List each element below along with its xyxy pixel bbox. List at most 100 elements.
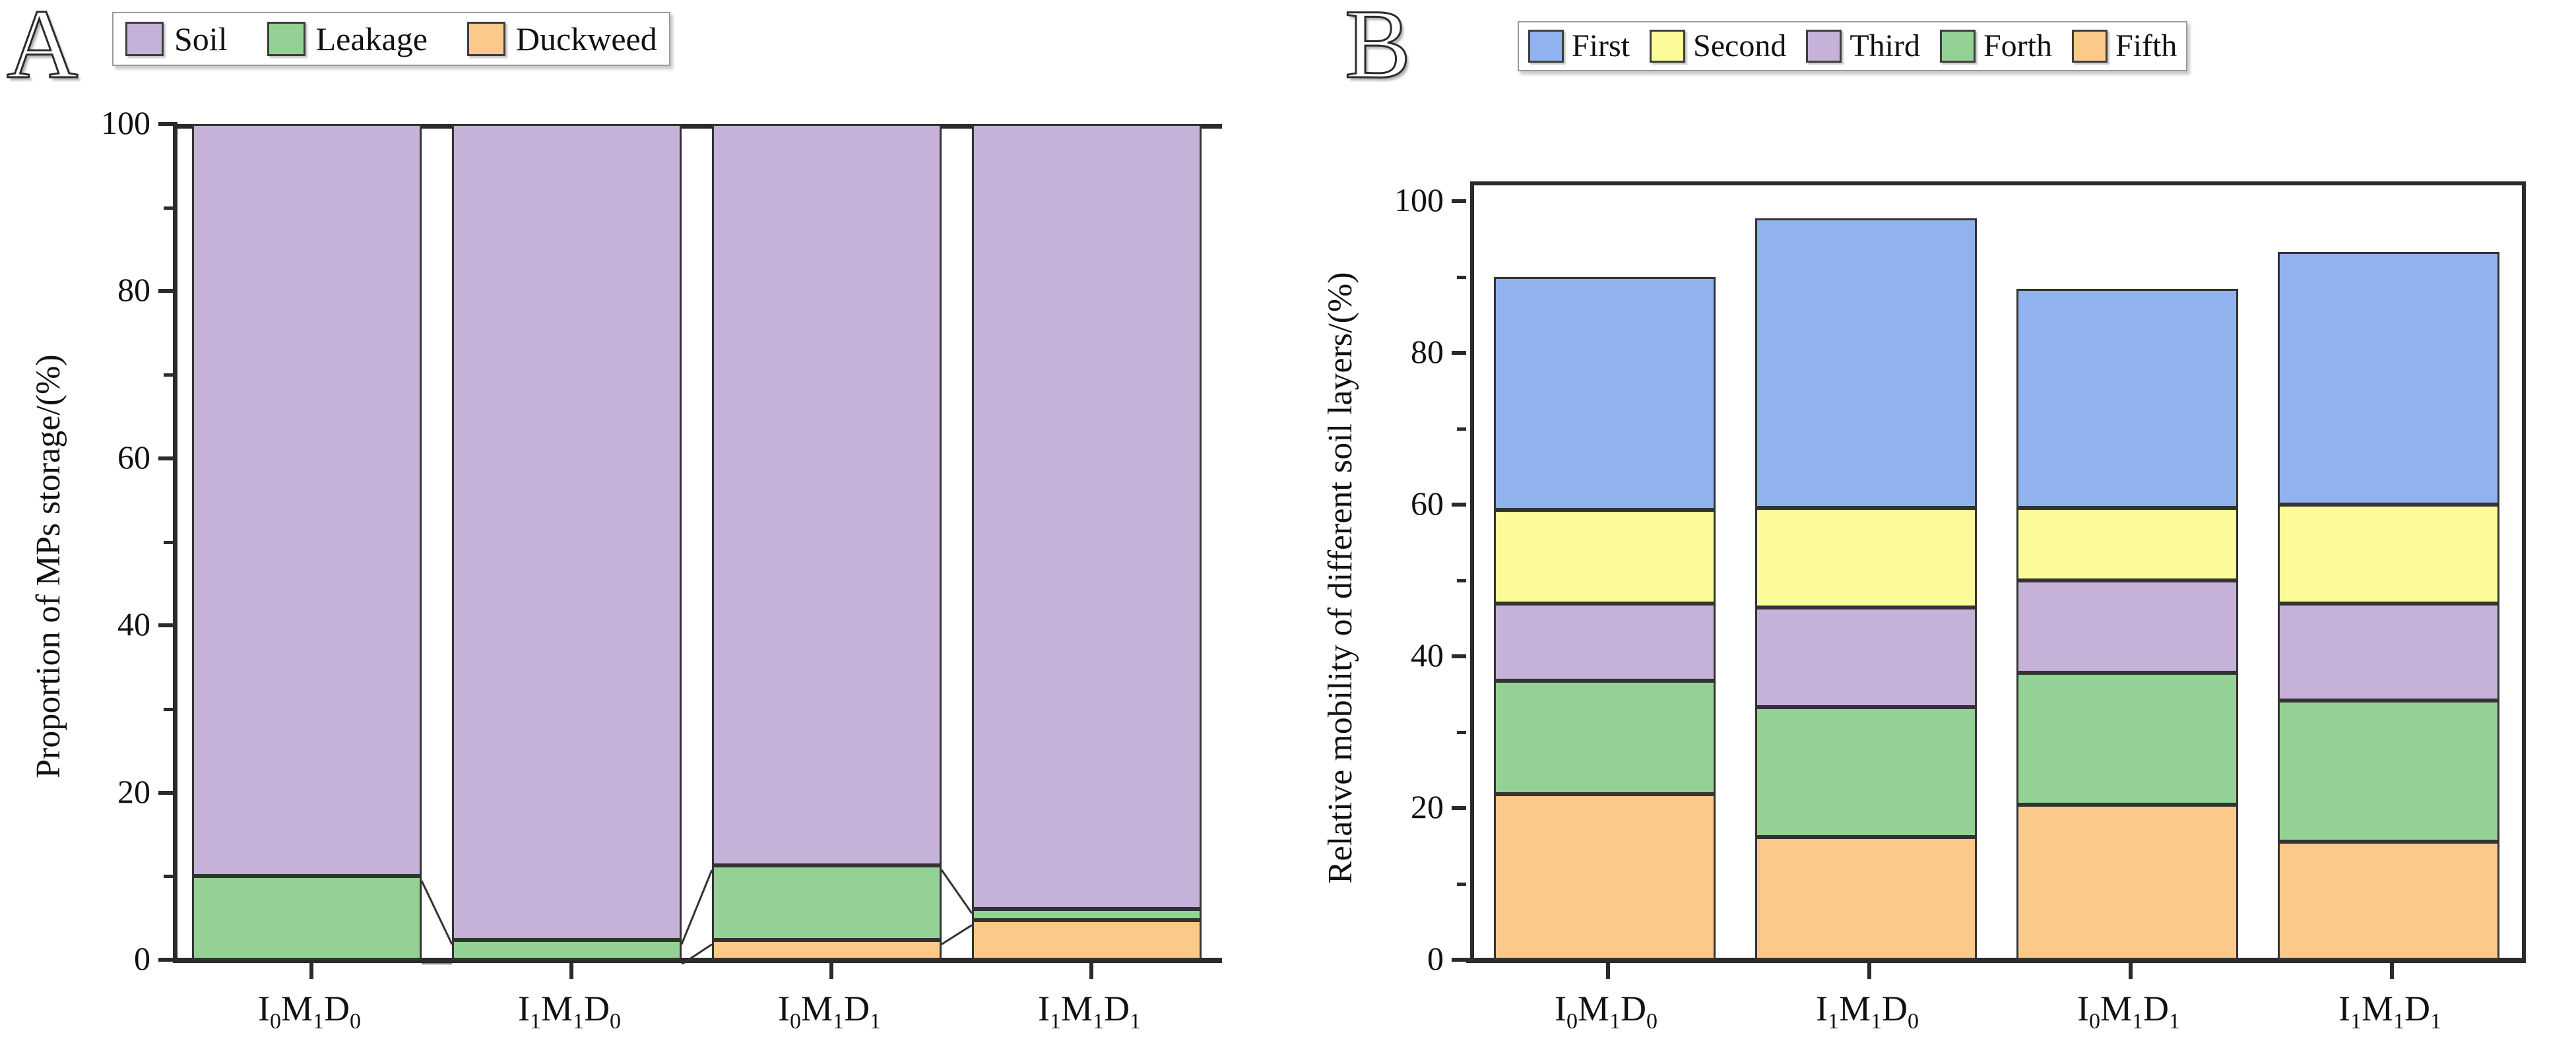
x-category-label: I1M1D0: [1816, 989, 1919, 1034]
y-tick-label: 60: [1411, 485, 1444, 522]
y-tick-major: [158, 456, 173, 460]
x-tick: [1606, 962, 1610, 979]
bar-segment-duckweed[interactable]: [972, 920, 1202, 960]
bar-segment-leakage[interactable]: [712, 865, 942, 940]
bar-segment-second[interactable]: [2016, 507, 2238, 580]
x-category-label: I1M1D1: [1038, 989, 1141, 1034]
panel-a-letter: A: [5, 0, 79, 99]
bar-I1M1D1[interactable]: [972, 124, 1202, 960]
legend-swatch-third: [1806, 30, 1842, 63]
bar-group-a: [177, 124, 1222, 960]
bar-segment-second[interactable]: [1755, 507, 1977, 608]
y-tick-minor: [164, 373, 173, 377]
legend-item-second[interactable]: Second: [1650, 30, 1786, 63]
bar-segment-fifth[interactable]: [1494, 794, 1716, 960]
bar-I1M1D1[interactable]: [2278, 181, 2499, 960]
y-tick-minor: [1457, 731, 1466, 734]
x-tick: [829, 962, 833, 979]
y-tick-minor: [1457, 427, 1466, 431]
y-tick-label: 20: [1411, 788, 1444, 825]
bar-segment-first[interactable]: [1755, 218, 1977, 508]
y-tick-minor: [1457, 883, 1466, 886]
x-category-label: I1M1D0: [518, 989, 621, 1034]
x-axis-line-b: [1466, 958, 2526, 963]
x-category-label: I0M1D0: [258, 989, 361, 1034]
bar-segment-soil[interactable]: [452, 124, 682, 940]
bar-group-b: [1474, 185, 2522, 960]
legend-swatch-soil: [125, 22, 164, 56]
bar-segment-forth[interactable]: [2278, 700, 2499, 842]
legend-item-duckweed[interactable]: Duckweed: [467, 22, 657, 56]
y-axis-title-a: Proportion of MPs storage/(%): [30, 354, 67, 778]
bar-I0M1D1[interactable]: [712, 124, 942, 960]
legend-label-duckweed: Duckweed: [515, 20, 657, 57]
bar-segment-soil[interactable]: [972, 124, 1202, 909]
bar-segment-fifth[interactable]: [1755, 836, 1977, 960]
bar-I0M1D0[interactable]: [192, 124, 422, 960]
y-tick-minor: [1457, 579, 1466, 582]
x-tick: [309, 962, 313, 979]
y-tick-major: [158, 122, 173, 126]
y-tick-label: 40: [1411, 637, 1444, 673]
bar-I1M1D0[interactable]: [452, 124, 682, 960]
y-axis-title-b: Relative mobility of different soil laye…: [1322, 272, 1359, 884]
legend-item-third[interactable]: Third: [1806, 30, 1920, 63]
x-tick: [1867, 962, 1871, 979]
bar-segment-third[interactable]: [1494, 603, 1716, 681]
bar-segment-forth[interactable]: [2016, 673, 2238, 805]
y-tick-major: [1452, 806, 1466, 810]
y-tick-label: 20: [117, 772, 150, 810]
bar-segment-duckweed[interactable]: [712, 939, 942, 960]
bar-segment-first[interactable]: [2278, 252, 2499, 505]
legend-label-fifth: Fifth: [2115, 28, 2177, 63]
x-tick: [1089, 962, 1093, 979]
legend-swatch-second: [1650, 30, 1686, 63]
bar-segment-third[interactable]: [1755, 608, 1977, 708]
bar-segment-leakage[interactable]: [972, 908, 1202, 921]
y-tick-major: [158, 790, 173, 795]
legend-label-first: First: [1572, 28, 1630, 63]
legend-item-forth[interactable]: Forth: [1939, 30, 2052, 63]
bar-segment-forth[interactable]: [1755, 707, 1977, 837]
y-tick-minor: [164, 540, 173, 544]
bar-I1M1D0[interactable]: [1755, 181, 1977, 960]
panel-b-letter: B: [1343, 0, 1411, 99]
legend-panel-a: Soil Leakage Duckweed: [112, 12, 670, 66]
bar-segment-first[interactable]: [2016, 289, 2238, 508]
legend-item-fifth[interactable]: Fifth: [2072, 30, 2177, 63]
bar-segment-third[interactable]: [2278, 603, 2499, 701]
legend-item-leakage[interactable]: Leakage: [267, 22, 428, 56]
legend-label-second: Second: [1693, 28, 1787, 63]
y-tick-label: 0: [134, 940, 150, 977]
bar-segment-leakage[interactable]: [192, 876, 422, 960]
y-tick-label: 100: [1394, 181, 1444, 218]
bar-I0M1D0[interactable]: [1494, 181, 1716, 960]
bar-segment-first[interactable]: [1494, 277, 1716, 511]
y-tick-major: [1452, 654, 1466, 658]
legend-label-leakage: Leakage: [315, 20, 428, 57]
y-tick-major: [1452, 503, 1466, 507]
y-tick-label: 100: [101, 104, 150, 141]
x-tick: [2390, 962, 2394, 979]
x-tick: [2129, 962, 2133, 979]
legend-item-first[interactable]: First: [1528, 30, 1630, 63]
bar-segment-second[interactable]: [1494, 510, 1716, 604]
plot-area-a: [177, 124, 1222, 964]
legend-item-soil[interactable]: Soil: [125, 22, 228, 56]
legend-swatch-duckweed: [467, 22, 505, 56]
bar-segment-fifth[interactable]: [2278, 841, 2499, 960]
y-tick-minor: [164, 206, 173, 210]
y-tick-major: [158, 623, 173, 628]
bar-segment-forth[interactable]: [1494, 680, 1716, 795]
x-tick: [569, 962, 573, 979]
legend-label-soil: Soil: [174, 20, 228, 57]
bar-segment-third[interactable]: [2016, 580, 2238, 673]
y-tick-minor: [164, 707, 173, 711]
bar-segment-soil[interactable]: [712, 124, 942, 865]
bar-segment-fifth[interactable]: [2016, 805, 2238, 960]
bar-segment-second[interactable]: [2278, 505, 2499, 604]
bar-segment-leakage[interactable]: [452, 939, 682, 960]
bar-I0M1D1[interactable]: [2016, 181, 2238, 960]
bar-segment-soil[interactable]: [192, 124, 422, 877]
